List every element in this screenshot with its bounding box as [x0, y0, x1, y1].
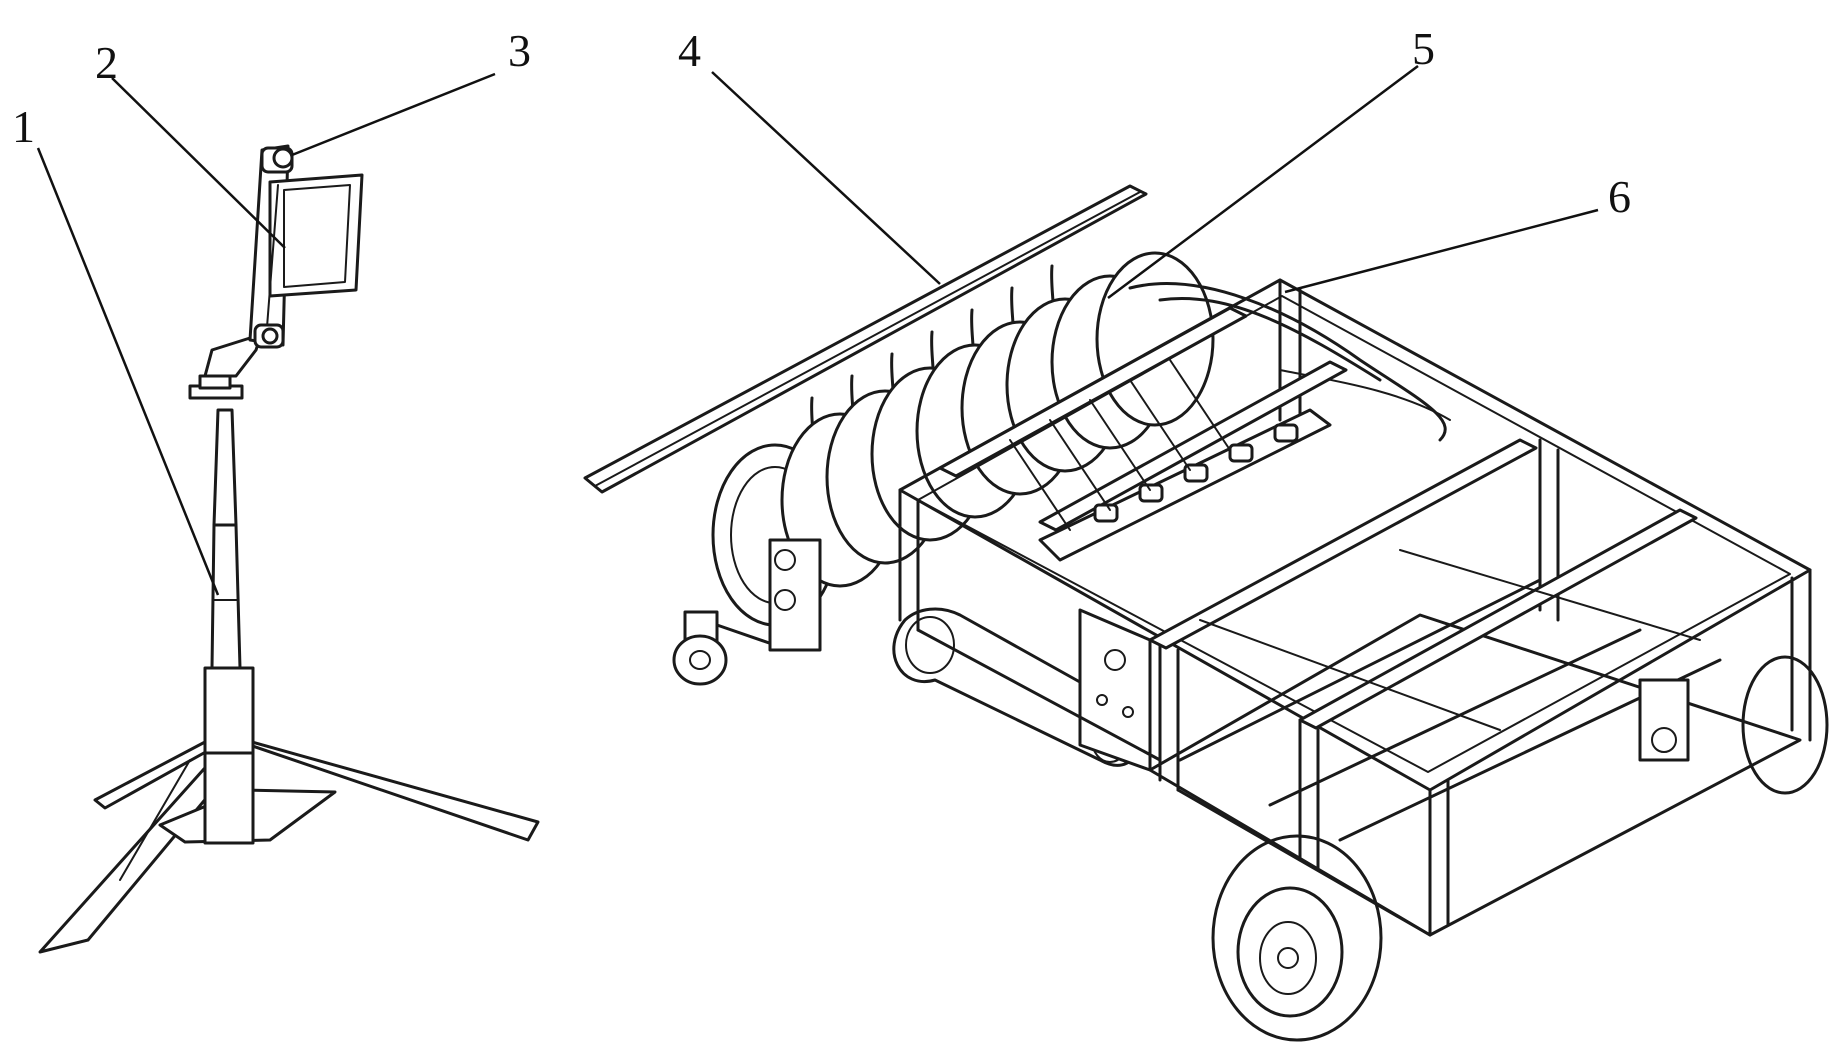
camera-bracket [248, 144, 364, 347]
callout-3: 3 [508, 25, 531, 76]
leader-6 [1284, 208, 1599, 294]
tripod-lower-tube [203, 666, 255, 845]
leader-5 [1107, 64, 1419, 300]
callout-labels: 1 2 3 4 5 6 [12, 23, 1631, 222]
picking-drum [711, 251, 1451, 627]
tripod-camera-assembly [38, 144, 540, 954]
rear-bracket [1638, 678, 1690, 762]
callout-2: 2 [95, 37, 118, 88]
callout-1: 1 [12, 101, 35, 152]
callout-4: 4 [678, 25, 701, 76]
callout-5: 5 [1412, 23, 1435, 74]
tripod-legs [38, 738, 540, 954]
leader-2 [111, 77, 286, 249]
leader-4 [711, 71, 941, 285]
harvester-cart [583, 184, 1829, 1042]
telescopic-pole [210, 408, 242, 670]
camera-lens [253, 146, 294, 349]
leader-lines [36, 64, 1599, 596]
leader-3 [291, 72, 496, 157]
callout-6: 6 [1608, 171, 1631, 222]
drive-bracket [768, 538, 822, 652]
tine-mount-bar [1009, 359, 1332, 562]
front-caster [672, 610, 792, 686]
main-frame [898, 278, 1812, 937]
side-plate [1078, 608, 1152, 772]
front-wheel [1211, 834, 1383, 1042]
guide-rail [583, 184, 1148, 494]
leader-1 [36, 147, 220, 596]
